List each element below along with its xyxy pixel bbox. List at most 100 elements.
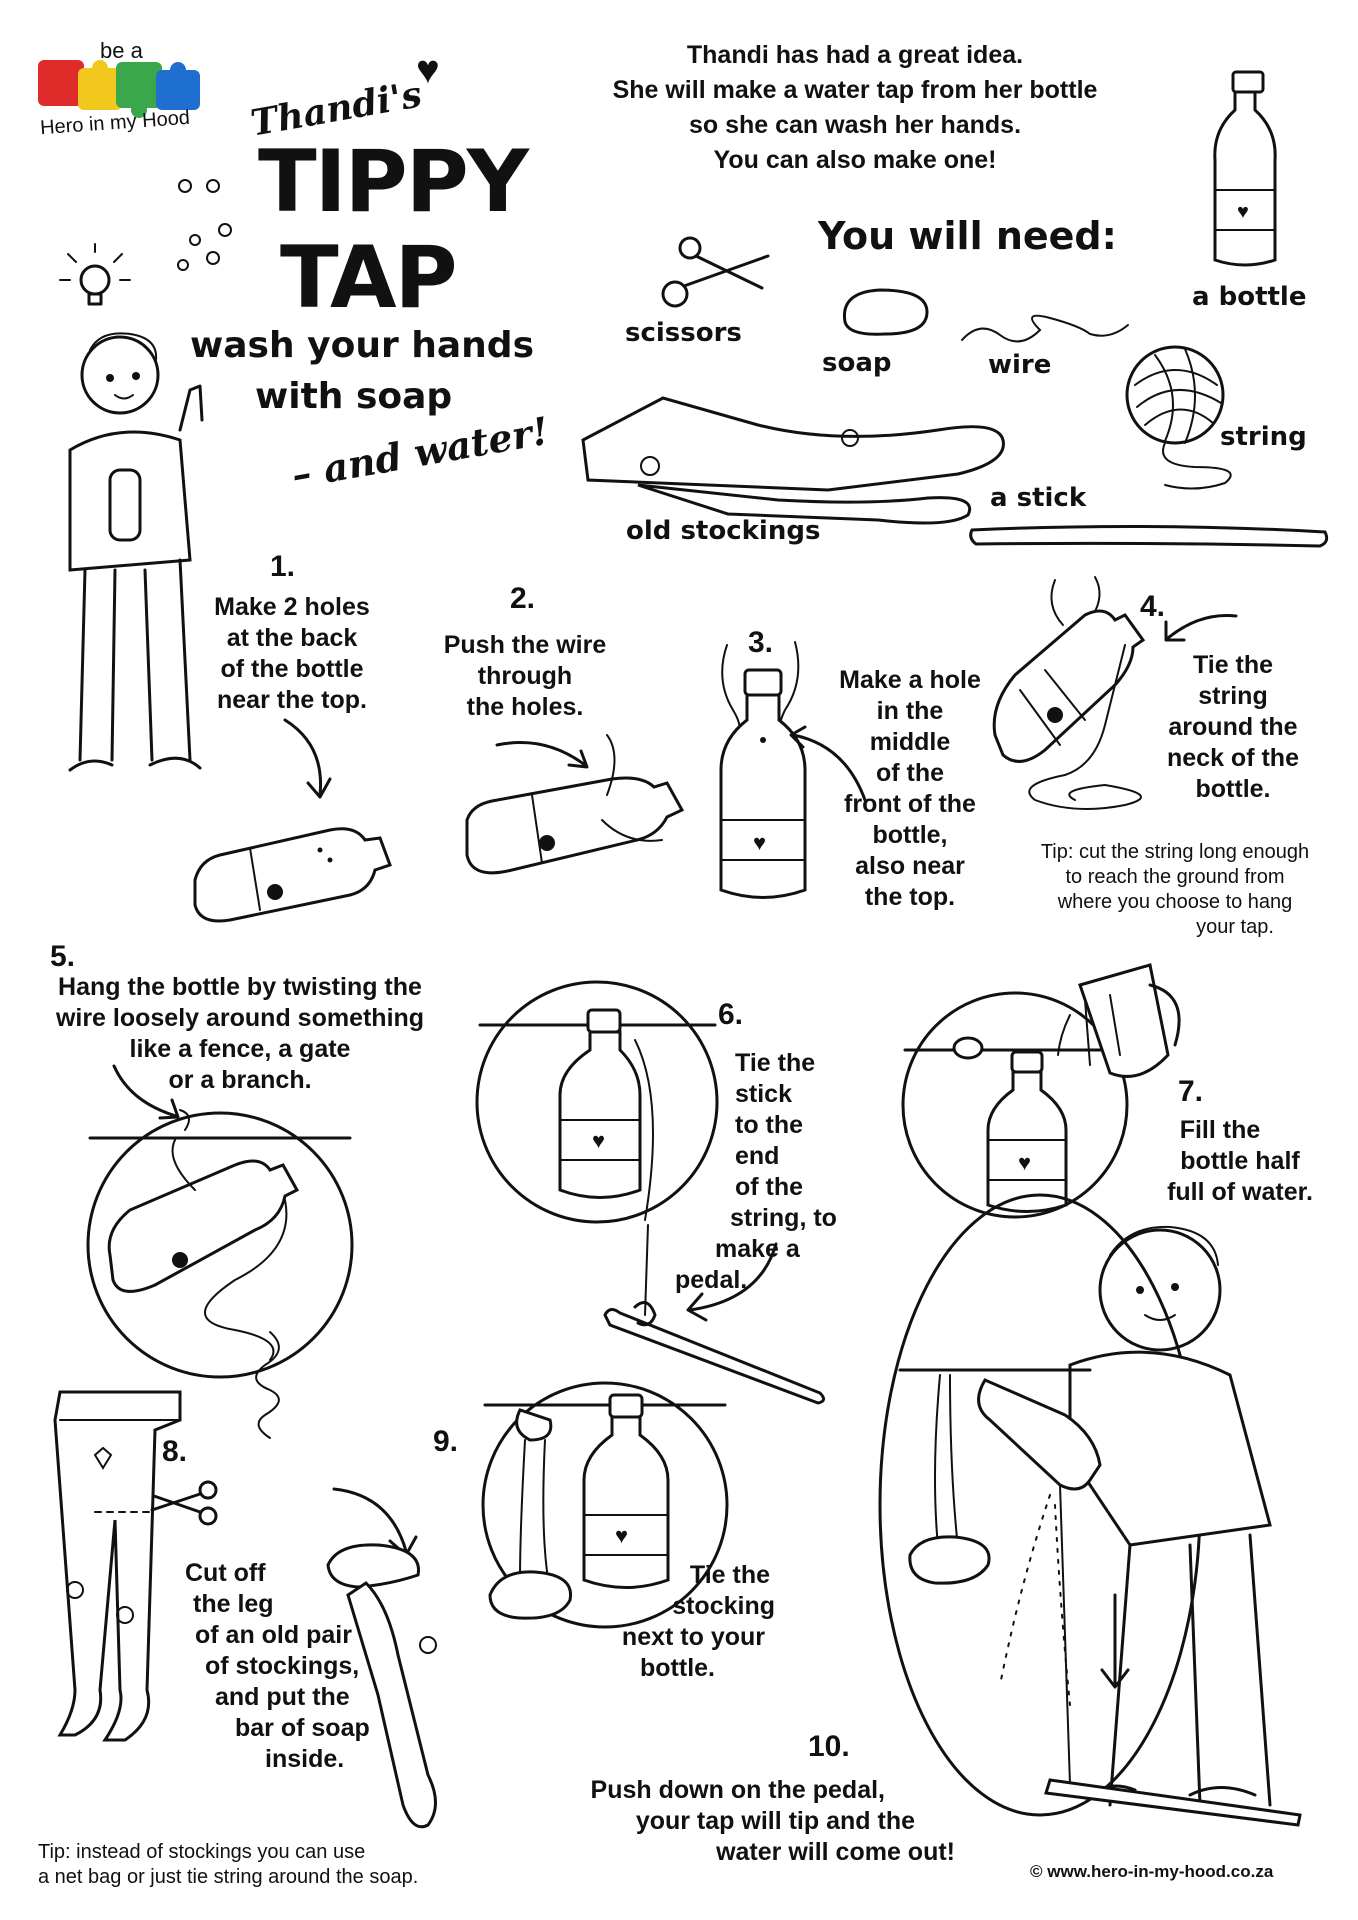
bubbles-icon xyxy=(177,179,232,271)
title-tippy: TIPPY xyxy=(258,132,529,232)
string-squiggle-icon xyxy=(255,1331,280,1439)
step5-number: 5. xyxy=(50,940,76,973)
step8-text: Cut off the leg of an old pair of stocki… xyxy=(185,1558,385,1775)
step4-line4: neck of the xyxy=(1167,744,1299,772)
step3-line4: of the xyxy=(875,759,945,787)
stick-icon xyxy=(969,524,1329,548)
need-heading: You will need: xyxy=(818,214,1117,258)
step3-arrow-icon xyxy=(789,725,867,802)
step3-line6: bottle, xyxy=(872,821,948,849)
step6-text: Tie the stick to the end of the string, … xyxy=(675,1048,850,1296)
step5-arrow-icon xyxy=(112,1064,180,1120)
step8-number: 8. xyxy=(162,1435,188,1468)
step8-stocking-soap-illustration xyxy=(326,1543,437,1829)
intro-line4: You can also make one! xyxy=(713,146,997,174)
step7-circle-illustration: ♥ xyxy=(901,991,1129,1219)
step8-line4: of stockings, xyxy=(205,1652,360,1680)
step5-line1: Hang the bottle by twisting the xyxy=(58,973,422,1001)
step9-line3: next to your xyxy=(621,1623,765,1651)
step10-number: 10. xyxy=(808,1730,850,1763)
step8-line3: of an old pair xyxy=(195,1621,352,1649)
step4-line5: bottle. xyxy=(1195,775,1271,803)
string-ball-icon xyxy=(1125,345,1232,490)
step1-text: Make 2 holes at the back of the bottle n… xyxy=(182,592,402,716)
svg-text:♥: ♥ xyxy=(615,1523,628,1548)
title-sub2: with soap xyxy=(255,376,453,417)
step7-line1: Fill the xyxy=(1179,1116,1261,1144)
title-sub3: – and water! xyxy=(288,407,552,498)
step6-number: 6. xyxy=(718,998,744,1031)
step10-text: Push down on the pedal, your tap will ti… xyxy=(545,1775,955,1868)
stockings-icon xyxy=(581,396,1005,525)
need-scissors: scissors xyxy=(625,318,742,348)
step9-number: 9. xyxy=(433,1425,459,1458)
step4-text: Tie the string around the neck of the bo… xyxy=(1148,650,1318,805)
step4-tip-line2: to reach the ground from xyxy=(1065,866,1285,888)
step6-line2: to the end xyxy=(735,1111,804,1170)
thandi-girl-illustration xyxy=(68,332,204,772)
step10-illustration xyxy=(878,1193,1302,1827)
step1-arrow-icon xyxy=(283,718,332,799)
step10-line2: your tap will tip and the xyxy=(635,1807,915,1835)
bottle-icon: ♥ xyxy=(1213,70,1277,267)
step9-circle-illustration: ♥ xyxy=(481,1381,729,1629)
svg-text:♥: ♥ xyxy=(592,1128,605,1153)
step4-bottle-illustration xyxy=(992,576,1146,810)
step2-number: 2. xyxy=(510,582,536,615)
step8-tip-line2: a net bag or just tie string around the … xyxy=(38,1866,419,1888)
step8-tip-line1: Tip: instead of stockings you can use xyxy=(38,1841,366,1863)
step4-tip: Tip: cut the string long enough to reach… xyxy=(1010,840,1340,940)
step6-circle-illustration: ♥ xyxy=(475,980,719,1224)
svg-text:♥: ♥ xyxy=(1237,201,1249,223)
svg-text:♥: ♥ xyxy=(753,830,766,855)
step4-line2: string xyxy=(1198,682,1268,710)
lightbulb-icon xyxy=(59,243,131,306)
intro-line3: so she can wash her hands. xyxy=(688,111,1022,139)
step7-text: Fill the bottle half full of water. xyxy=(1140,1115,1340,1208)
step9-line4: bottle. xyxy=(640,1654,715,1682)
step8-line6: bar of soap xyxy=(235,1714,370,1742)
step1-line1: Make 2 holes xyxy=(214,593,370,621)
step7-jug-illustration xyxy=(1057,963,1181,1078)
step9-line2: stocking xyxy=(672,1592,775,1620)
intro-line1: Thandi has had a great idea. xyxy=(686,41,1024,69)
step5-circle-illustration xyxy=(86,1109,354,1379)
need-stick: a stick xyxy=(990,483,1087,513)
need-stockings: old stockings xyxy=(626,516,821,546)
step4-line1: Tie the xyxy=(1192,651,1274,679)
step5-text: Hang the bottle by twisting the wire loo… xyxy=(30,972,450,1096)
step3-text: Make a hole in the middle of the front o… xyxy=(830,665,990,913)
step3-line5: front of the xyxy=(844,790,976,818)
step8-tip: Tip: instead of stockings you can use a … xyxy=(38,1840,508,1890)
step8-line5: and put the xyxy=(215,1683,350,1711)
step2-text: Push the wire through the holes. xyxy=(430,630,620,723)
step2-line1: Push the wire xyxy=(443,631,607,659)
step6-arrow-icon xyxy=(686,1242,778,1322)
step2-line2: through xyxy=(477,662,573,690)
need-soap: soap xyxy=(822,348,892,378)
step4-tip-line1: Tip: cut the string long enough xyxy=(1040,841,1310,863)
scissors-icon xyxy=(661,236,770,308)
step6-stick-illustration xyxy=(603,1224,825,1405)
wire-icon xyxy=(961,314,1129,343)
step8-line1: Cut off xyxy=(185,1559,266,1587)
heart-icon: ♥ xyxy=(416,48,440,92)
step10-line3: water will come out! xyxy=(716,1838,955,1866)
need-string: string xyxy=(1220,422,1307,452)
step6-line3: of the xyxy=(735,1173,804,1201)
intro-text: Thandi has had a great idea. She will ma… xyxy=(560,38,1150,178)
footer-copyright: © www.hero-in-my-hood.co.za xyxy=(1030,1862,1274,1881)
step7-number: 7. xyxy=(1178,1075,1204,1108)
step3-line2: in the xyxy=(876,697,944,725)
step6-line1: Tie the stick xyxy=(735,1049,816,1108)
step1-number: 1. xyxy=(270,550,296,583)
puzzle-logo-icon xyxy=(38,60,200,118)
step5-line2: wire loosely around something xyxy=(55,1004,425,1032)
step3-line8: the top. xyxy=(864,883,956,911)
soap-icon xyxy=(842,288,929,336)
svg-text:♥: ♥ xyxy=(1018,1150,1031,1175)
step3-line1: Make a hole xyxy=(839,666,981,694)
logo: be a Hero in my Hood xyxy=(38,38,238,150)
step8-stockings-illustration xyxy=(53,1390,182,1742)
need-bottle: a bottle xyxy=(1192,282,1307,312)
